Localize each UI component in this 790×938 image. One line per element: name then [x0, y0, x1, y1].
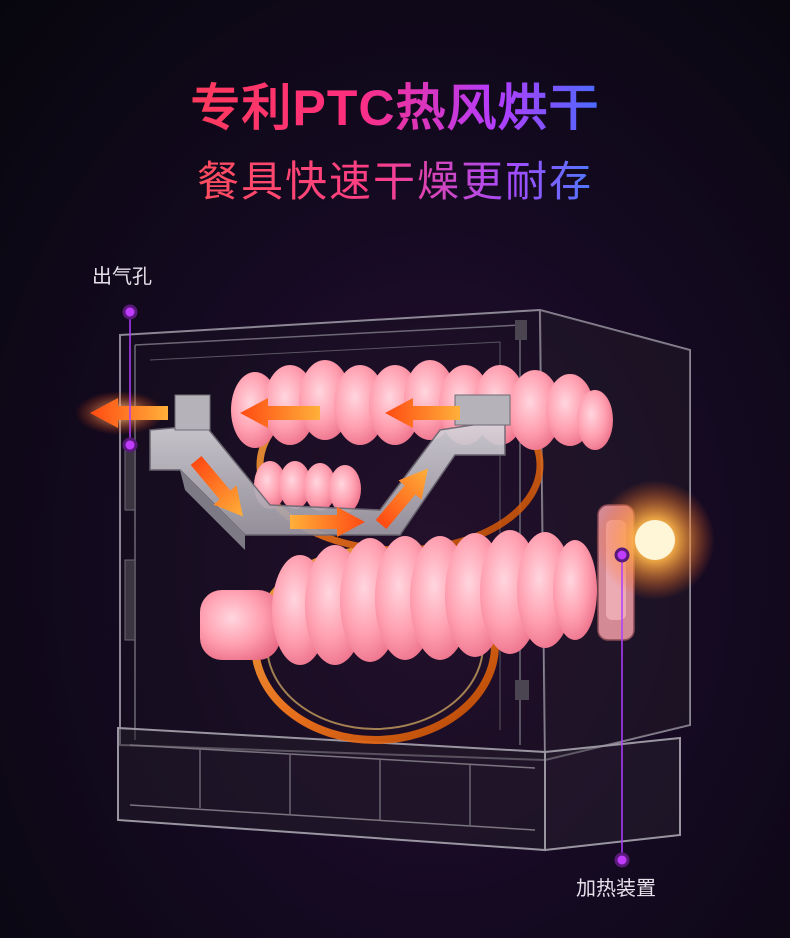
cabinet-base [117, 726, 681, 852]
airflow-arrows [75, 391, 460, 537]
lower-dish-rack [200, 530, 597, 665]
down-arrow [190, 456, 243, 517]
top-arrow-1 [240, 398, 320, 428]
bottom-arrow [290, 507, 365, 537]
subheadline: 餐具快速干燥更耐存 [0, 155, 790, 209]
exit-arrow [90, 398, 168, 428]
callout-heater-marker [614, 547, 630, 868]
top-arrow-2 [385, 398, 460, 428]
headline: 专利PTC热风烘干 [0, 78, 790, 138]
ptc-heater [595, 480, 715, 641]
subheadline-text: 餐具快速干燥更耐存 [196, 158, 593, 205]
callout-vent-marker [122, 304, 138, 453]
headline-text: 专利PTC热风烘干 [190, 80, 600, 136]
callout-vent-label: 出气孔 [92, 266, 152, 288]
upper-dish-rack [231, 360, 613, 450]
up-arrow [375, 468, 428, 529]
callout-heater-label: 加热装置 [576, 878, 656, 900]
middle-cups [254, 461, 361, 513]
